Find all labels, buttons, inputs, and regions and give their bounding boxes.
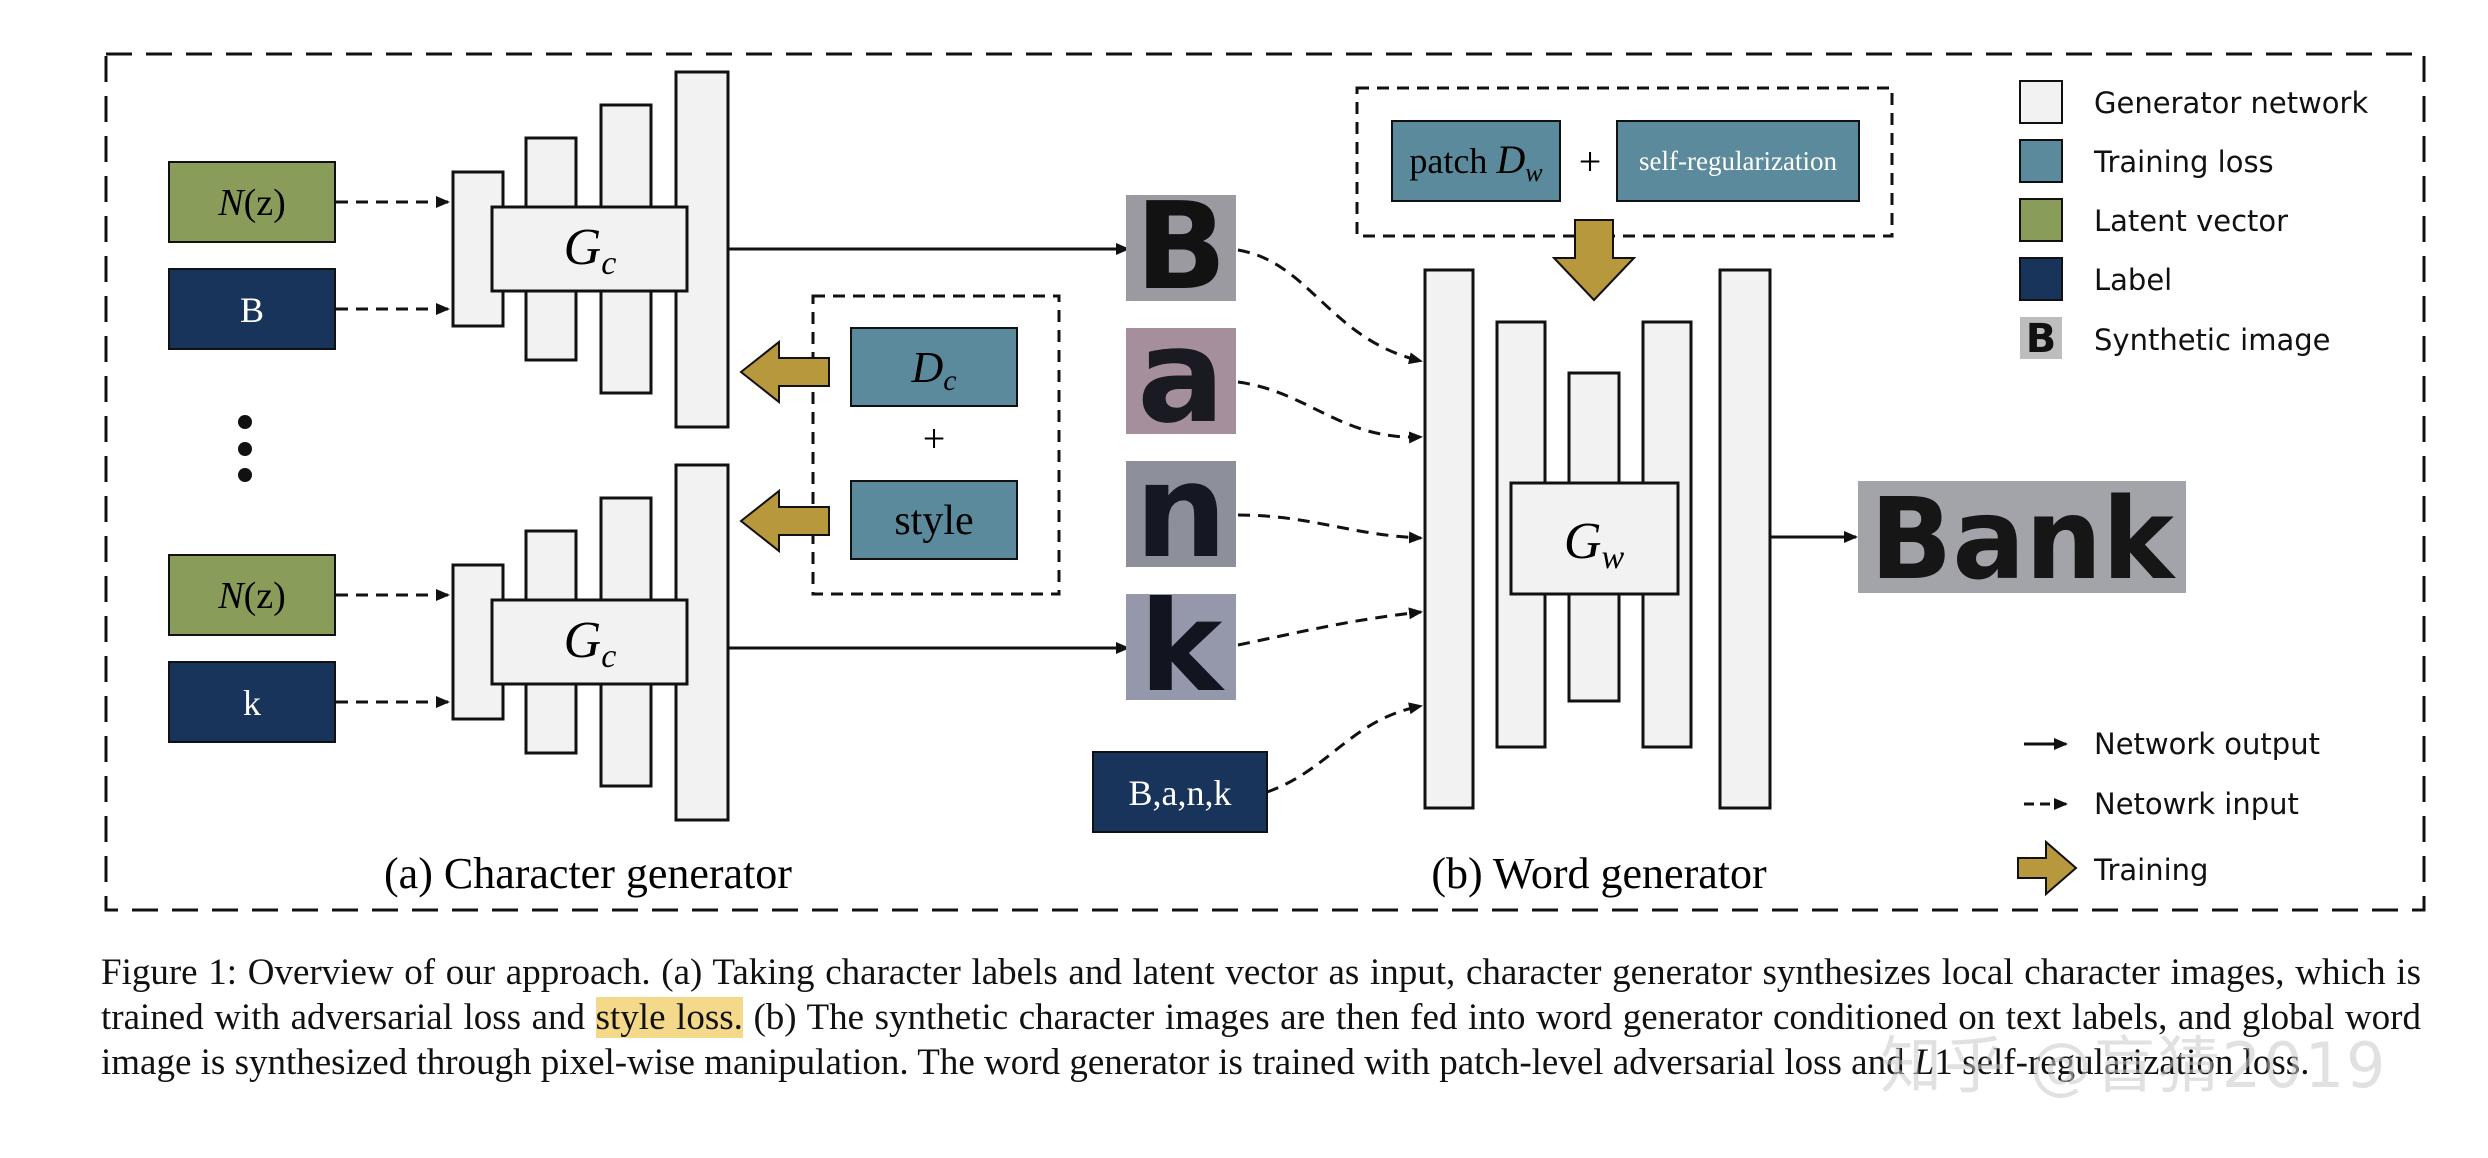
svg-text:k: k [1139,575,1225,720]
label-box-B [168,268,336,350]
bank-image: Bank [1858,475,2186,605]
legend-training-arrow [2017,839,2078,897]
legend-network-input: Netowrk input [2094,787,2299,821]
gc-label-top: Gc [564,219,617,282]
word-label-box [1092,751,1268,833]
synthetic-char-a: a [1126,300,1236,452]
svg-text:B: B [1135,178,1226,317]
watermark: 知乎 @盲猜2019 [1880,1029,2388,1102]
outer-frame [104,52,2426,912]
gw-label: Gw [1564,513,1625,576]
legend-synthetic-glyph: B [2026,316,2057,362]
dc-plus: + [923,416,946,461]
char-generator-bottom [451,463,730,822]
style-box [850,480,1018,560]
legend-swatch-latent [2019,198,2063,242]
svg-text:a: a [1137,300,1225,452]
ellipsis-dots [238,415,252,482]
caption-part-2: (b) The synthetic character images are t… [101,997,2421,1083]
legend: Generator network Training loss Latent v… [2017,80,2368,897]
self-reg-label: self-regularization [1639,146,1837,176]
caption-part-3: 1 self-regularization loss. [1934,1042,2310,1083]
label-box-k [168,661,336,743]
svg-text:n: n [1135,435,1228,587]
latent-box-bottom [168,554,336,636]
char-loss-group [811,294,1061,596]
training-arrow-style [739,488,830,554]
label-B-text: B [240,290,264,330]
legend-network-output: Network output [2094,727,2320,761]
legend-training: Training [2093,853,2208,887]
patch-dw-box [1391,120,1561,202]
svg-text:Bank: Bank [1870,475,2176,605]
legend-swatch-generator [2019,80,2063,124]
dc-label: Dc [910,343,956,397]
legend-swatch-label [2019,257,2063,301]
caption-part-1: Figure 1: Overview of our approach. (a) … [101,952,2421,1038]
caption-highlight: style loss. [595,997,743,1038]
dw-plus: + [1579,139,1602,184]
word-loss-group [1355,86,1894,238]
legend-swatch-loss [2019,139,2063,183]
label-k-text: k [243,683,261,723]
synthetic-char-B: B [1126,178,1236,317]
latent-box-top [168,161,336,243]
word-label-text: B,a,n,k [1129,773,1232,813]
legend-label-synthetic: Synthetic image [2094,323,2330,357]
training-arrow-down [1551,219,1637,302]
synthetic-char-n: n [1126,435,1236,587]
figure-caption: Figure 1: Overview of our approach. (a) … [101,950,2421,1085]
word-input-curves [1237,248,1423,794]
word-generator [1423,268,1772,810]
patch-dw-label: patch Dw [1409,137,1543,187]
legend-label-latent: Latent vector [2094,204,2288,238]
synthetic-char-k: k [1126,575,1236,720]
gc-label-bottom: Gc [564,612,617,675]
legend-swatch-synthetic [2020,317,2062,359]
part-a-label: (a) Character generator [384,849,792,898]
style-label: style [894,498,973,544]
figure-diagram: Gc Gc N(z) B N(z) k Dc + style [104,52,2426,912]
self-reg-box [1616,120,1860,202]
caption-l1: L [1913,1042,1935,1083]
training-arrow-dc [739,339,830,405]
latent-label-top: N(z) [217,182,286,224]
part-b-label: (b) Word generator [1431,849,1767,898]
input-arrows-left [336,196,450,708]
latent-label-bottom: N(z) [217,575,286,617]
dc-box [850,327,1018,407]
legend-label-generator: Generator network [2094,86,2368,120]
legend-label-loss: Training loss [2093,145,2274,179]
legend-label-label: Label [2094,263,2172,297]
